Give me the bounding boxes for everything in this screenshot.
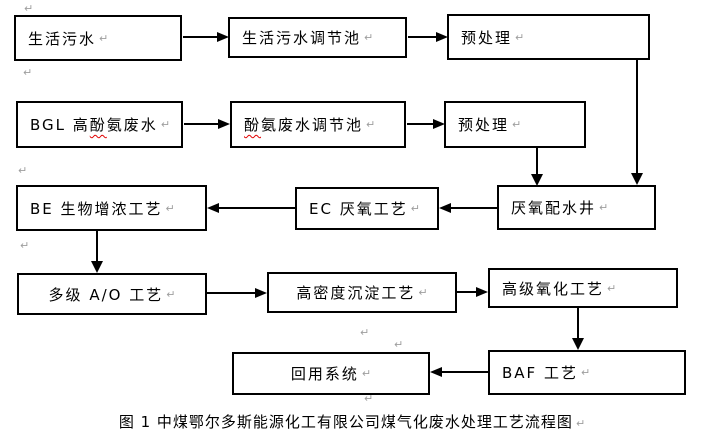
arrow-line <box>219 207 295 209</box>
flow-box-ec-anaerobic: EC 厌氧工艺↵ <box>295 187 439 230</box>
return-mark: ↵ <box>580 366 591 379</box>
flow-box-be-bio-concentration: BE 生物增浓工艺↵ <box>16 185 207 231</box>
flow-box-anaerobic-distribution-well: 厌氧配水井↵ <box>497 185 656 230</box>
paragraph-return-mark: ↵ <box>18 164 28 177</box>
flow-box-high-density-sedimentation: 高密度沉淀工艺↵ <box>267 272 457 313</box>
box-label: 预处理 <box>461 28 513 47</box>
arrowhead-left-icon <box>430 367 442 377</box>
box-label: BAF 工艺 <box>502 364 578 382</box>
arrow-line <box>577 308 579 338</box>
spellcheck-underline: 酚 <box>244 116 262 134</box>
box-label: 生活污水 <box>28 29 97 48</box>
return-mark: ↵ <box>361 367 372 380</box>
box-label: 预处理 <box>458 116 510 134</box>
return-mark: ↵ <box>160 118 171 131</box>
box-label: 回用系统 <box>290 365 359 383</box>
arrow-line <box>207 292 255 294</box>
spellcheck-underline: 酚 <box>89 116 107 134</box>
arrow-line <box>457 291 476 293</box>
arrowhead-right-icon <box>476 287 488 297</box>
arrowhead-left-icon <box>439 203 451 213</box>
paragraph-return-mark: ↵ <box>360 326 370 339</box>
arrow-line <box>442 371 488 373</box>
paragraph-return-mark: ↵ <box>23 66 33 79</box>
flow-box-pretreatment-mid: 预处理↵ <box>444 101 586 148</box>
return-mark: ↵ <box>366 118 376 131</box>
flow-box-pretreatment-top: 预处理↵ <box>447 14 650 60</box>
flow-box-domestic-sewage: 生活污水↵ <box>14 15 182 61</box>
return-mark: ↵ <box>418 286 428 299</box>
arrowhead-left-icon <box>207 203 219 213</box>
return-mark: ↵ <box>410 202 420 215</box>
flow-box-phenol-ammonia-regulating-tank: 酚氨废水调节池↵ <box>230 101 406 148</box>
arrow-line <box>408 36 436 38</box>
box-label: 多级 A/O 工艺 <box>48 285 164 304</box>
box-label: 高级氧化工艺 <box>502 279 605 298</box>
arrowhead-right-icon <box>218 119 230 129</box>
paragraph-return-mark: ↵ <box>364 392 374 405</box>
box-label: 高密度沉淀工艺 <box>296 284 416 302</box>
flow-box-advanced-oxidation: 高级氧化工艺↵ <box>488 268 678 308</box>
paragraph-return-mark: ↵ <box>20 239 30 252</box>
flow-box-reuse-system: 回用系统↵ <box>232 352 430 395</box>
box-label: BE 生物增浓工艺 <box>30 199 163 218</box>
return-mark: ↵ <box>99 31 109 45</box>
return-mark: ↵ <box>599 201 609 214</box>
arrow-line <box>636 60 638 173</box>
flow-box-multistage-ao: 多级 A/O 工艺↵ <box>17 273 207 315</box>
figure-caption: 图 1 中煤鄂尔多斯能源化工有限公司煤气化废水处理工艺流程图↵ <box>0 411 704 432</box>
paragraph-return-mark: ↵ <box>24 2 34 15</box>
box-label: 生活污水调节池 <box>242 29 362 47</box>
flow-box-baf-process: BAF 工艺↵ <box>488 350 686 395</box>
return-mark: ↵ <box>166 287 176 301</box>
arrow-line <box>96 231 98 261</box>
arrowhead-down-icon <box>91 261 103 273</box>
figure-caption-text: 图 1 中煤鄂尔多斯能源化工有限公司煤气化废水处理工艺流程图 <box>118 413 573 431</box>
box-label: 酚氨废水调节池 <box>244 116 364 134</box>
return-mark: ↵ <box>575 417 586 430</box>
return-mark: ↵ <box>364 31 374 44</box>
arrowhead-right-icon <box>436 32 448 42</box>
box-label: 厌氧配水井 <box>511 199 597 217</box>
box-label: EC 厌氧工艺 <box>309 200 408 218</box>
arrowhead-down-icon <box>572 338 584 350</box>
return-mark: ↵ <box>512 118 522 131</box>
return-mark: ↵ <box>515 30 525 44</box>
arrow-line <box>536 148 538 174</box>
arrowhead-right-icon <box>217 32 229 42</box>
return-mark: ↵ <box>165 201 175 215</box>
paragraph-return-mark: ↵ <box>394 338 404 351</box>
arrow-line <box>407 123 433 125</box>
arrowhead-down-icon <box>531 174 543 186</box>
arrow-line <box>183 36 217 38</box>
arrowhead-down-icon <box>631 173 643 185</box>
box-label: BGL 高酚氨废水 <box>30 116 158 134</box>
return-mark: ↵ <box>607 281 617 295</box>
arrow-line <box>184 123 218 125</box>
flow-box-bgl-wastewater: BGL 高酚氨废水↵ <box>16 101 183 148</box>
arrowhead-right-icon <box>255 288 267 298</box>
flow-box-domestic-sewage-regulating-tank: 生活污水调节池↵ <box>228 17 407 58</box>
arrow-line <box>451 207 497 209</box>
arrowhead-right-icon <box>433 119 445 129</box>
